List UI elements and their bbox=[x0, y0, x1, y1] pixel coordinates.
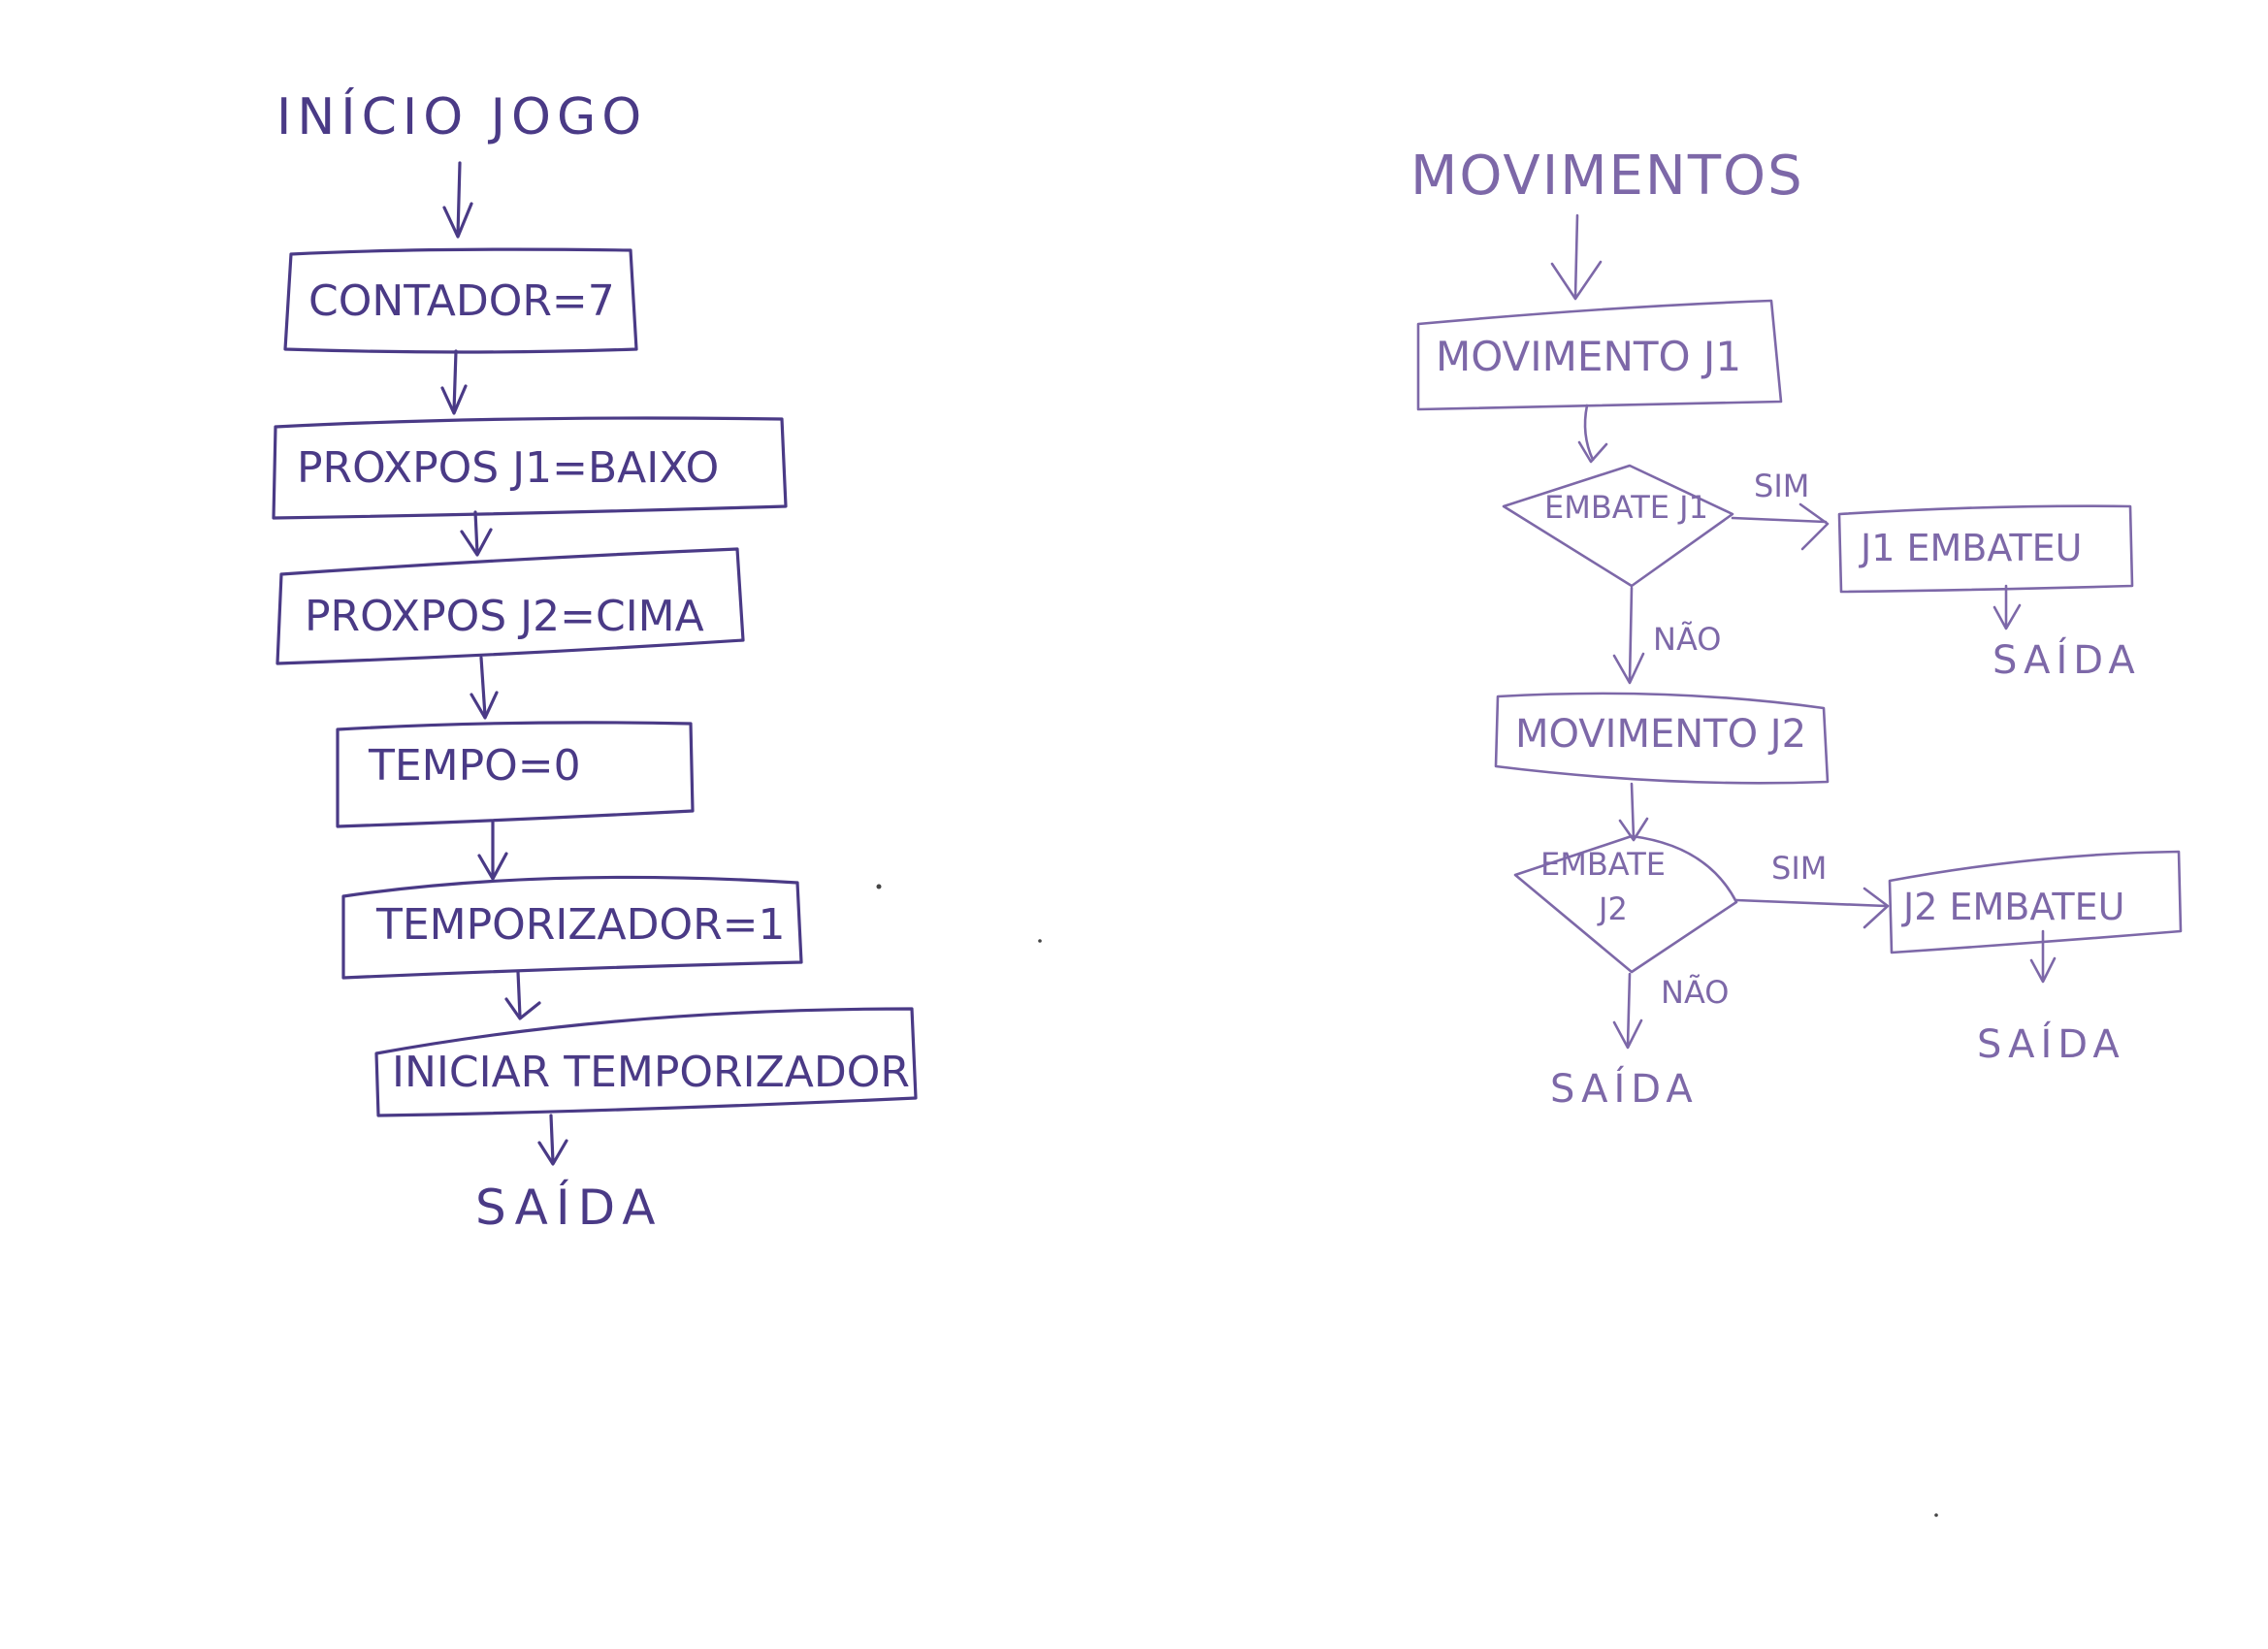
right-flowchart: MOVIMENTOS MOVIMENTO J1 EMBATE J1 SIM bbox=[1410, 145, 2183, 1112]
step-label-temporizador: TEMPORIZADOR=1 bbox=[375, 900, 786, 950]
step-box-iniciar-temporizador: INICIAR TEMPORIZADOR bbox=[374, 1007, 918, 1117]
decision-label-embate-j1: EMBATE J1 bbox=[1544, 489, 1708, 526]
arrow-title-to-contador bbox=[442, 161, 473, 239]
branch-nao-j2: NÃO bbox=[1612, 972, 1729, 1050]
arrow-contador-to-proxpos-j1 bbox=[440, 349, 468, 415]
paper-speck bbox=[1934, 1513, 1938, 1517]
decision-label-embate-j2-line2: J2 bbox=[1597, 890, 1628, 927]
decision-diamond-embate-j1: EMBATE J1 bbox=[1502, 464, 1734, 588]
step-box-contador: CONTADOR=7 bbox=[283, 247, 638, 354]
exit-label-j2: SAÍDA bbox=[1977, 1020, 2125, 1067]
branch-sim-j2: SIM bbox=[1734, 850, 1890, 929]
arrow-proxpos-j2-to-tempo bbox=[470, 656, 499, 720]
step-box-movimento-j2: MOVIMENTO J2 bbox=[1494, 692, 1830, 785]
step-box-tempo: TEMPO=0 bbox=[336, 721, 695, 828]
arrow-j2-embateu-to-saida bbox=[2029, 929, 2057, 984]
left-exit-label: SAÍDA bbox=[475, 1179, 663, 1236]
result-label-j1-embateu: J1 EMBATEU bbox=[1859, 527, 2082, 569]
no-label-j2: NÃO bbox=[1661, 974, 1729, 1011]
arrow-j1-embateu-to-saida bbox=[1993, 584, 2022, 630]
branch-nao-j1: NÃO bbox=[1612, 586, 1721, 685]
step-box-temporizador: TEMPORIZADOR=1 bbox=[341, 875, 803, 980]
arrow-movimento-j2-to-embate-j2 bbox=[1618, 782, 1649, 842]
step-label-tempo: TEMPO=0 bbox=[368, 741, 581, 791]
decision-label-embate-j2-line1: EMBATE bbox=[1540, 846, 1666, 883]
arrow-movimento-j1-to-embate-j1 bbox=[1577, 404, 1608, 464]
step-label-movimento-j1: MOVIMENTO J1 bbox=[1436, 333, 1741, 380]
step-box-proxpos-j1: PROXPOS J1=BAIXO bbox=[272, 416, 788, 520]
step-label-movimento-j2: MOVIMENTO J2 bbox=[1515, 712, 1806, 757]
exit-label-j1: SAÍDA bbox=[1993, 636, 2141, 683]
paper-speck bbox=[1038, 939, 1042, 943]
arrow-temporizador-to-iniciar bbox=[504, 970, 541, 1020]
arrow-iniciar-to-saida bbox=[537, 1114, 568, 1166]
arrow-proxpos-j1-to-proxpos-j2 bbox=[460, 510, 493, 557]
no-label-j1: NÃO bbox=[1653, 621, 1721, 658]
step-box-proxpos-j2: PROXPOS J2=CIMA bbox=[275, 547, 745, 665]
yes-label-j1: SIM bbox=[1754, 468, 1809, 504]
step-label-contador: CONTADOR=7 bbox=[308, 276, 615, 326]
paper-speck bbox=[876, 884, 882, 889]
yes-label-j2: SIM bbox=[1771, 850, 1827, 887]
result-label-j2-embateu: J2 EMBATEU bbox=[1901, 886, 2124, 928]
decision-diamond-embate-j2: EMBATE J2 bbox=[1513, 834, 1738, 974]
exit-label-main: SAÍDA bbox=[1550, 1065, 1699, 1112]
result-box-j1-embateu: J1 EMBATEU bbox=[1837, 504, 2134, 594]
arrow-tempo-to-temporizador bbox=[477, 821, 508, 881]
left-title: INÍCIO JOGO bbox=[276, 87, 647, 146]
step-label-proxpos-j1: PROXPOS J1=BAIXO bbox=[297, 443, 719, 493]
result-box-j2-embateu: J2 EMBATEU bbox=[1888, 850, 2183, 954]
branch-sim-j1: SIM bbox=[1731, 468, 1830, 551]
arrow-title-to-movimento-j1 bbox=[1550, 213, 1603, 301]
step-box-movimento-j1: MOVIMENTO J1 bbox=[1416, 299, 1783, 411]
right-title: MOVIMENTOS bbox=[1410, 145, 1804, 208]
step-label-iniciar-temporizador: INICIAR TEMPORIZADOR bbox=[392, 1048, 910, 1097]
step-label-proxpos-j2: PROXPOS J2=CIMA bbox=[305, 592, 704, 641]
left-flowchart: INÍCIO JOGO CONTADOR=7 PROXPOS J1=BAIXO bbox=[272, 87, 918, 1236]
